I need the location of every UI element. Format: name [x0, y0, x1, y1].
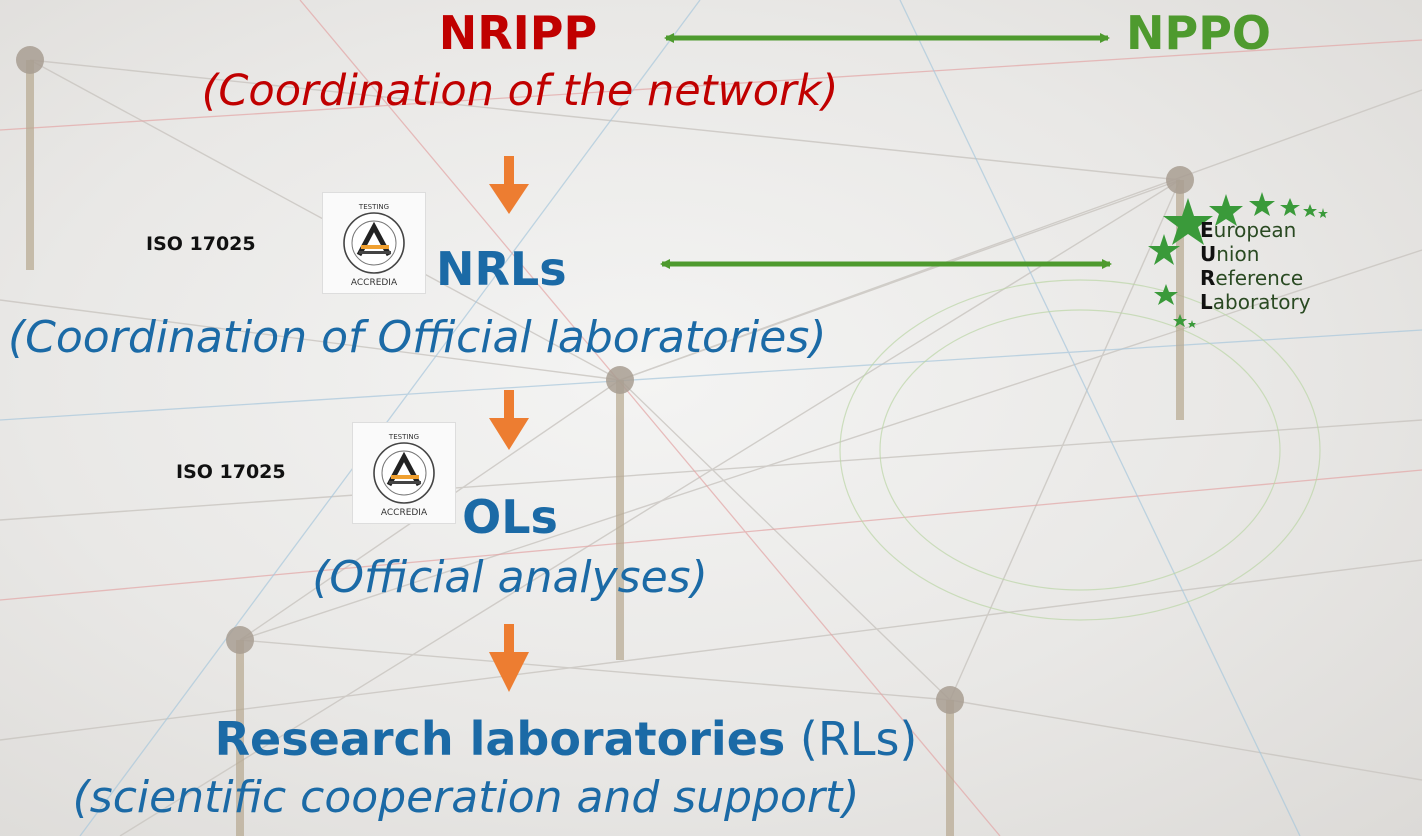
down-arrow-1: [489, 156, 529, 214]
nrls-accredia-badge: TESTING ACCREDIA: [322, 192, 426, 294]
eurl-line-1: European: [1200, 218, 1297, 242]
nrls-iso-label: ISO 17025: [146, 233, 256, 255]
nrls-title: NRLs: [436, 242, 567, 296]
nppo-title: NPPO: [1126, 6, 1272, 60]
badge-bottom-text: ACCREDIA: [381, 508, 428, 518]
eurl-line-4: Laboratory: [1200, 290, 1311, 314]
ols-accredia-badge: TESTING ACCREDIA: [352, 422, 456, 524]
badge-top-text: TESTING: [388, 433, 419, 441]
eurl-stars-icon: [1148, 192, 1328, 328]
ols-iso-label: ISO 17025: [176, 461, 286, 483]
eurl-line-2: Union: [1200, 242, 1260, 266]
rls-title-line: Research laboratories (RLs): [215, 712, 918, 766]
ols-title: OLs: [462, 490, 558, 544]
rls-subtitle: (scientific cooperation and support): [72, 772, 860, 823]
down-arrow-2: [489, 390, 529, 450]
nripp-subtitle: (Coordination of the network): [201, 66, 839, 116]
nrls-subtitle: (Coordination of Official laboratories): [8, 312, 827, 363]
eurl-logo: European Union Reference Laboratory: [1118, 188, 1422, 338]
badge-bottom-text: ACCREDIA: [351, 278, 398, 288]
eurl-line-3: Reference: [1200, 266, 1304, 290]
ols-subtitle: (Official analyses): [312, 552, 708, 603]
rls-title: Research laboratories: [214, 712, 786, 766]
down-arrow-3: [489, 624, 529, 692]
badge-top-text: TESTING: [358, 203, 389, 211]
nripp-title: NRIPP: [438, 6, 598, 60]
rls-abbr: (RLs): [799, 712, 918, 766]
